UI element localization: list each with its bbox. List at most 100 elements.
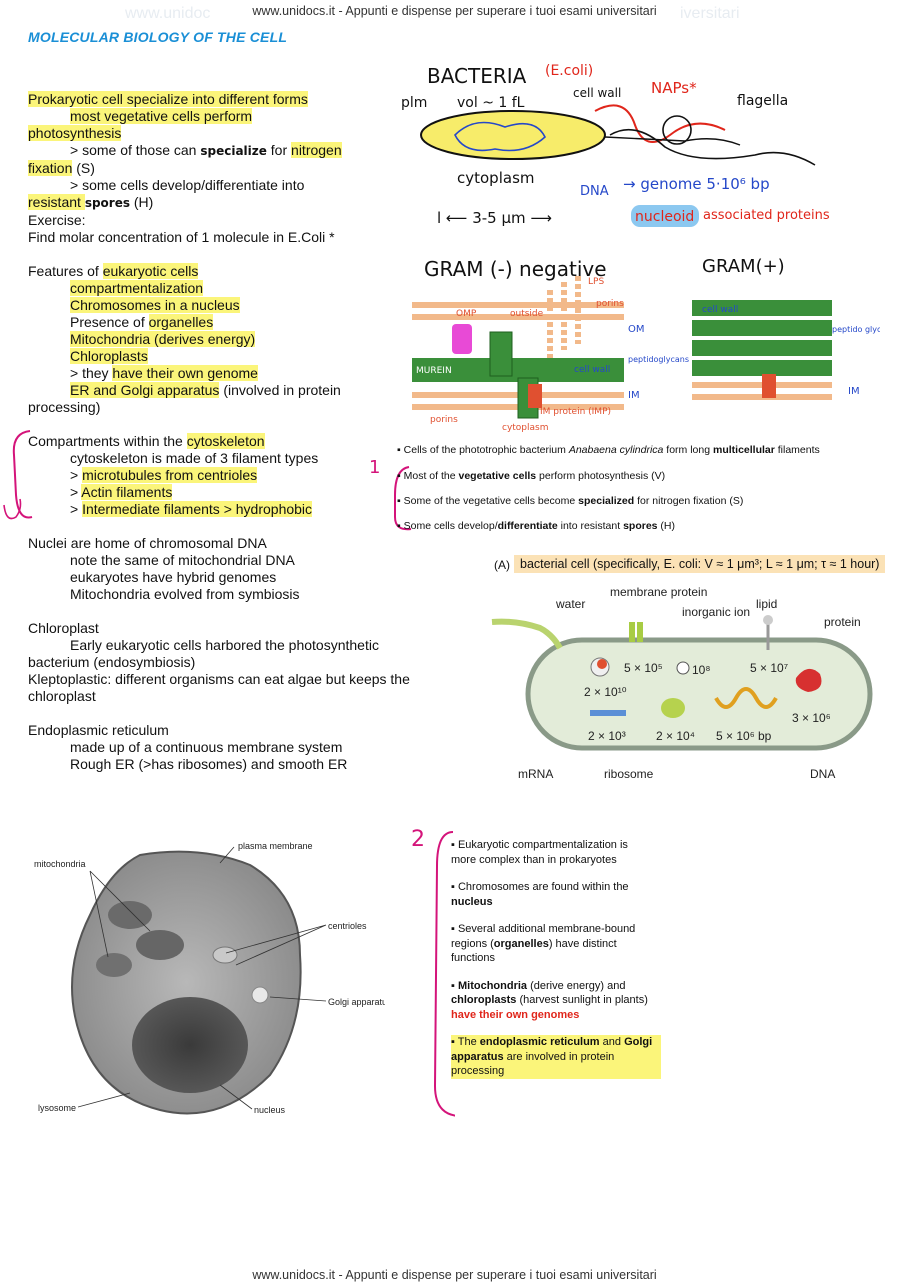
gram-sketch: GRAM (-) negative GRAM(+) OMP outside LP… [412, 256, 880, 433]
text: form long [663, 444, 713, 456]
text: specialized [578, 495, 635, 507]
slide2-bullet: ▪ The endoplasmic reticulum and Golgi ap… [451, 1035, 661, 1079]
gram-om: OM [628, 324, 645, 335]
note-line: > some of those can [70, 142, 201, 158]
text: vegetative cells [458, 470, 537, 482]
note-line: fixation [28, 160, 73, 176]
page-footer: www.unidocs.it - Appunti e dispense per … [252, 1268, 657, 1282]
figA-lipid: lipid [756, 597, 777, 611]
note-line: Prokaryotic cell specialize into differe… [28, 91, 308, 107]
gram-lps: LPS [588, 277, 604, 287]
note-line: processing) [28, 399, 101, 415]
figA-value: 5 × 10⁵ [624, 661, 663, 675]
slide1-mark: 1 [369, 457, 380, 478]
text: Several additional membrane-bound region… [451, 923, 636, 950]
note-line: Endoplasmic reticulum [28, 722, 169, 738]
sketch-nucleoid: nucleoid [635, 209, 694, 225]
note-line: > some cells develop/differentiate into [70, 177, 305, 193]
note-line: > [70, 501, 83, 517]
gram-pos-im: IM [848, 386, 860, 397]
text: have their own genomes [451, 1008, 580, 1021]
slide2-bullet: ▪ Several additional membrane-bound regi… [451, 923, 636, 965]
note-line: ER and Golgi apparatus [70, 382, 220, 398]
page-title: MOLECULAR BIOLOGY OF THE CELL [28, 29, 288, 45]
slide1-bracket: 1 [369, 457, 412, 531]
note-line: (S) [72, 160, 95, 176]
gram-im-protein: IM protein (IMP) [540, 407, 611, 417]
micrograph: mitochondria plasma membrane centrioles … [34, 841, 385, 1115]
gram-peptido: peptidoglycans [628, 355, 689, 364]
figA-value: 5 × 10⁷ [750, 661, 788, 675]
gram-porins: porins [430, 415, 458, 425]
sketch-cytoplasm: cytoplasm [457, 169, 535, 187]
note-line: Actin filaments [81, 484, 173, 500]
gram-pos-cell-wall: cell wall [702, 305, 738, 315]
gram-porins-top: porins [596, 299, 624, 309]
figA-cell-diagram: water membrane protein inorganic ion lip… [491, 585, 873, 780]
slide2-bullets: ▪ Eukaryotic compartmentalization is mor… [451, 838, 661, 1092]
gram-cytoplasm: cytoplasm [502, 423, 549, 433]
micro-lysosome: lysosome [38, 1103, 76, 1113]
figA-ribosome: ribosome [604, 767, 654, 780]
figA-value: 5 × 10⁶ bp [716, 729, 772, 743]
gram-murein: MUREIN [416, 366, 452, 376]
micro-mitochondria: mitochondria [34, 859, 86, 869]
sketch-title: BACTERIA [427, 64, 527, 88]
text: Cells of the phototrophic bacterium [403, 444, 569, 456]
sketch-naps: NAPs* [651, 79, 697, 97]
slide1-bullet: ▪ Some of the vegetative cells become sp… [397, 495, 744, 507]
cytoskeleton-bracket [3, 430, 33, 520]
note-line: Chloroplasts [70, 348, 148, 364]
text: Anabaena cylindrica [568, 444, 664, 456]
text: multicellular [712, 444, 775, 456]
sketch-vol: vol ~ 1 fL [457, 95, 525, 111]
note-line: made up of a continuous membrane system [70, 739, 343, 755]
sketch-cell-wall: cell wall [573, 86, 621, 100]
slide2-bracket: 2 [411, 827, 455, 1117]
text: Some cells develop/ [403, 520, 498, 532]
notes-text: Prokaryotic cell specialize into differe… [28, 91, 468, 773]
figA-caption: bacterial cell (specifically, E. coli: V… [514, 555, 886, 573]
text: ) have distinct functions [451, 937, 617, 965]
note-line: bacterium (endosymbiosis) [28, 654, 196, 670]
note-line: Intermediate filaments > hydrophobic [82, 501, 313, 517]
note-line: resistant [28, 194, 85, 210]
watermark: iversitari [680, 5, 740, 22]
sketch-ecoli: (E.coli) [545, 63, 593, 79]
note-line: Mitochondria (derives energy) [70, 331, 256, 347]
text: differentiate [497, 520, 558, 532]
watermark: www.unidoc [125, 5, 211, 22]
text: Mitochondria [457, 979, 528, 992]
note-line: Features of [28, 263, 103, 279]
text: Some of the vegetative cells become [403, 495, 579, 507]
text: (H) [657, 520, 676, 532]
sketch-length: l ⟵ 3-5 μm ⟶ [437, 209, 552, 227]
note-line: Chloroplast [28, 620, 99, 636]
text: The [457, 1036, 480, 1048]
slide2-bullet: ▪ Chromosomes are found within the nucle… [451, 881, 629, 908]
note-line: nitrogen [291, 142, 342, 158]
note-line: Chromosomes in a nucleus [70, 297, 240, 313]
bacteria-sketch: BACTERIA (E.coli) NAPs* plm vol ~ 1 fL c… [401, 63, 830, 227]
note-line: cytoskeleton [186, 433, 265, 449]
figA-label: (A) [494, 558, 510, 572]
figA-dna: DNA [810, 767, 835, 780]
note-line: Kleptoplastic: different organisms can e… [28, 671, 410, 687]
note-handwritten: spores [84, 196, 130, 210]
figA-value: 2 × 10¹⁰ [584, 685, 627, 699]
sketch-plm: plm [401, 95, 427, 111]
gram-cell-wall: cell wall [574, 365, 610, 375]
note-line: for [266, 142, 292, 158]
note-line: Mitochondria evolved from symbiosis [70, 586, 300, 602]
note-line: (H) [130, 194, 154, 210]
note-line: Find molar concentration of 1 molecule i… [28, 229, 335, 245]
gram-im: IM [628, 390, 640, 401]
text: Most of the [403, 470, 459, 482]
note-line: most vegetative cells perform [70, 108, 253, 124]
note-line: cytoskeleton is made of 3 filament types [70, 450, 319, 466]
text: filaments [774, 444, 820, 456]
note-line: (involved in protein [219, 382, 341, 398]
note-line: note the same of mitochondrial DNA [70, 552, 295, 568]
text: and [599, 1036, 625, 1048]
figA-water: water [555, 597, 585, 611]
